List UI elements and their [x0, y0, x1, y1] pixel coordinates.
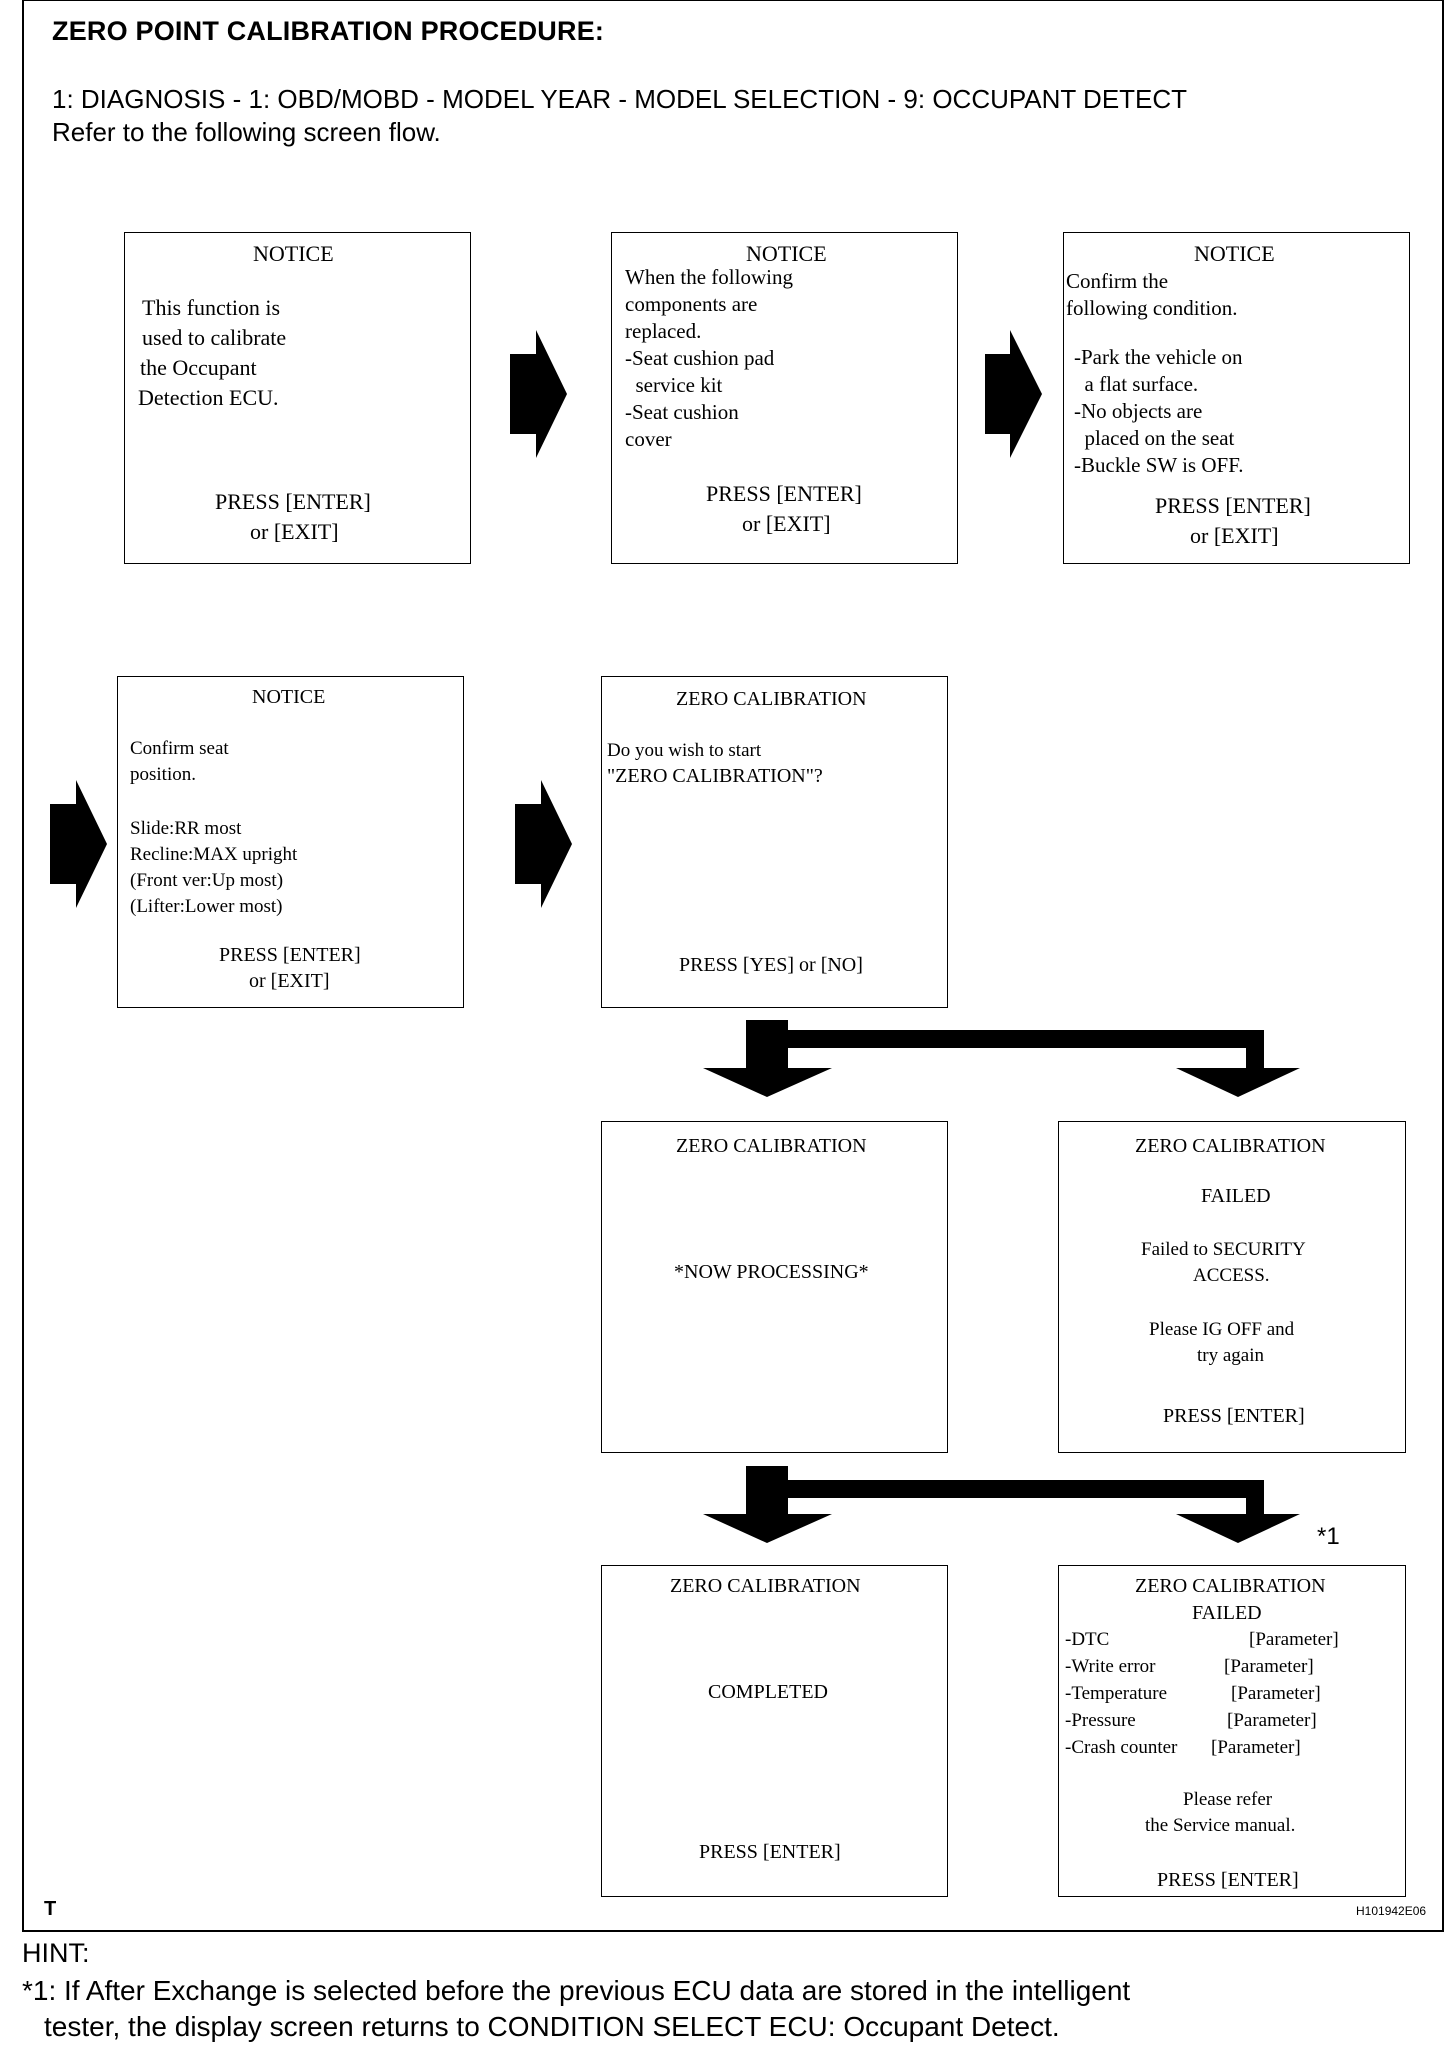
screen-notice-3: NOTICE Confirm the following condition. … — [1063, 232, 1410, 564]
press-yes-no-text: PRESS [YES] or [NO] — [679, 954, 863, 976]
screen-line: -No objects are — [1074, 399, 1203, 423]
down-arrow-2 — [1176, 1048, 1300, 1097]
press-enter-text: PRESS [ENTER] — [219, 944, 361, 966]
footnote-mark: *1 — [1317, 1523, 1340, 1550]
param-value: [Parameter] — [1211, 1737, 1301, 1758]
press-enter-text: PRESS [ENTER] — [1157, 1869, 1299, 1891]
processing-message: *NOW PROCESSING* — [674, 1261, 869, 1283]
press-enter-text: PRESS [ENTER] — [1155, 493, 1311, 518]
screen-title: NOTICE — [252, 686, 326, 708]
screen-title: ZERO CALIBRATION — [676, 1135, 867, 1157]
status-text: COMPLETED — [708, 1681, 828, 1703]
right-arrow-4 — [515, 780, 572, 908]
screen-line: (Lifter:Lower most) — [130, 896, 283, 917]
screen-line: the Service manual. — [1145, 1815, 1296, 1836]
screen-failed-security: ZERO CALIBRATION FAILED Failed to SECURI… — [1058, 1121, 1406, 1453]
press-enter-text: PRESS [ENTER] — [699, 1841, 841, 1863]
press-enter-text: PRESS [ENTER] — [706, 481, 862, 506]
procedure-title: ZERO POINT CALIBRATION PROCEDURE: — [52, 16, 605, 46]
figure-id: H101942E06 — [1356, 1904, 1427, 1918]
screen-line: try again — [1197, 1345, 1265, 1366]
screen-line: Confirm the — [1066, 269, 1169, 293]
param-value: [Parameter] — [1231, 1683, 1321, 1704]
split-bar-2 — [788, 1480, 1264, 1498]
right-arrow-2 — [985, 330, 1042, 458]
screen-title: ZERO CALIBRATION — [670, 1575, 861, 1597]
down-arrow-1 — [703, 1020, 832, 1097]
screen-line: Detection ECU. — [138, 385, 279, 410]
screen-line: This function is — [142, 295, 281, 320]
refer-text: Refer to the following screen flow. — [52, 117, 441, 147]
screen-line: replaced. — [625, 319, 702, 343]
param-value: [Parameter] — [1227, 1710, 1317, 1731]
param-label: -Temperature — [1065, 1683, 1168, 1704]
screen-line: Slide:RR most — [130, 818, 242, 839]
param-value: [Parameter] — [1224, 1656, 1314, 1677]
screen-line: Failed to SECURITY — [1141, 1239, 1306, 1260]
hint-line: *1: If After Exchange is selected before… — [22, 1975, 1131, 2006]
screen-now-processing: ZERO CALIBRATION *NOW PROCESSING* — [601, 1121, 948, 1453]
screen-title: NOTICE — [1194, 241, 1275, 266]
screen-line: "ZERO CALIBRATION"? — [607, 765, 823, 787]
right-arrow-1 — [510, 330, 567, 458]
screen-line: -Buckle SW is OFF. — [1074, 453, 1244, 477]
hint-line: tester, the display screen returns to CO… — [44, 2011, 1060, 2042]
press-enter-text: PRESS [ENTER] — [215, 489, 371, 514]
screen-line: Recline:MAX upright — [130, 844, 298, 865]
screen-completed: ZERO CALIBRATION COMPLETED PRESS [ENTER] — [601, 1565, 948, 1897]
screen-line: Confirm seat — [130, 738, 229, 759]
status-text: FAILED — [1201, 1185, 1271, 1207]
corner-letter: T — [44, 1898, 57, 1920]
press-exit-text: or [EXIT] — [249, 970, 330, 992]
press-exit-text: or [EXIT] — [250, 519, 339, 544]
status-text: FAILED — [1192, 1602, 1262, 1624]
screen-line: -Seat cushion pad — [625, 346, 775, 370]
screen-line: -Seat cushion — [625, 400, 739, 424]
figure-frame — [22, 0, 1444, 1932]
screen-line: Please refer — [1183, 1789, 1273, 1810]
screen-line: ACCESS. — [1193, 1265, 1270, 1286]
screen-line: Do you wish to start — [607, 740, 762, 761]
screen-line: -Park the vehicle on — [1074, 345, 1243, 369]
param-label: -Pressure — [1065, 1710, 1136, 1731]
right-arrow-3 — [50, 780, 107, 908]
press-enter-text: PRESS [ENTER] — [1163, 1405, 1305, 1427]
screen-title: ZERO CALIBRATION — [1135, 1135, 1326, 1157]
screen-title: NOTICE — [746, 241, 827, 266]
screen-title: ZERO CALIBRATION — [1135, 1575, 1326, 1597]
press-exit-text: or [EXIT] — [1190, 523, 1279, 548]
screen-failed-parameters: ZERO CALIBRATION FAILED -DTC [Parameter]… — [1058, 1565, 1406, 1897]
screen-line: the Occupant — [140, 355, 257, 380]
screen-notice-2: NOTICE When the following components are… — [611, 232, 958, 564]
screen-line: components are — [625, 292, 758, 316]
param-value: [Parameter] — [1249, 1629, 1339, 1650]
screen-line: (Front ver:Up most) — [130, 870, 284, 891]
screen-line: Please IG OFF and — [1149, 1319, 1295, 1340]
screen-zero-calibration-start: ZERO CALIBRATION Do you wish to start "Z… — [601, 676, 948, 1008]
screen-line: placed on the seat — [1074, 426, 1235, 450]
screen-line: service kit — [625, 373, 723, 397]
down-arrow-4 — [1176, 1498, 1300, 1543]
screen-line: cover — [625, 427, 672, 451]
screen-notice-4: NOTICE Confirm seat position. Slide:RR m… — [117, 676, 464, 1008]
screen-line: a flat surface. — [1074, 372, 1199, 396]
screen-notice-1: NOTICE This function is used to calibrat… — [124, 232, 471, 564]
down-arrow-3 — [703, 1466, 832, 1543]
screen-line: used to calibrate — [142, 325, 287, 350]
param-label: -Crash counter — [1065, 1737, 1178, 1758]
menu-path: 1: DIAGNOSIS - 1: OBD/MOBD - MODEL YEAR … — [52, 84, 1188, 114]
screen-title: ZERO CALIBRATION — [676, 688, 867, 710]
split-bar-1 — [788, 1030, 1264, 1048]
press-exit-text: or [EXIT] — [742, 511, 831, 536]
param-label: -DTC — [1065, 1629, 1110, 1650]
param-label: -Write error — [1065, 1656, 1156, 1677]
screen-line: position. — [130, 764, 196, 785]
screen-line: When the following — [625, 265, 793, 289]
screen-title: NOTICE — [253, 241, 334, 266]
hint-title: HINT: — [22, 1938, 90, 1968]
screen-line: following condition. — [1066, 296, 1238, 320]
